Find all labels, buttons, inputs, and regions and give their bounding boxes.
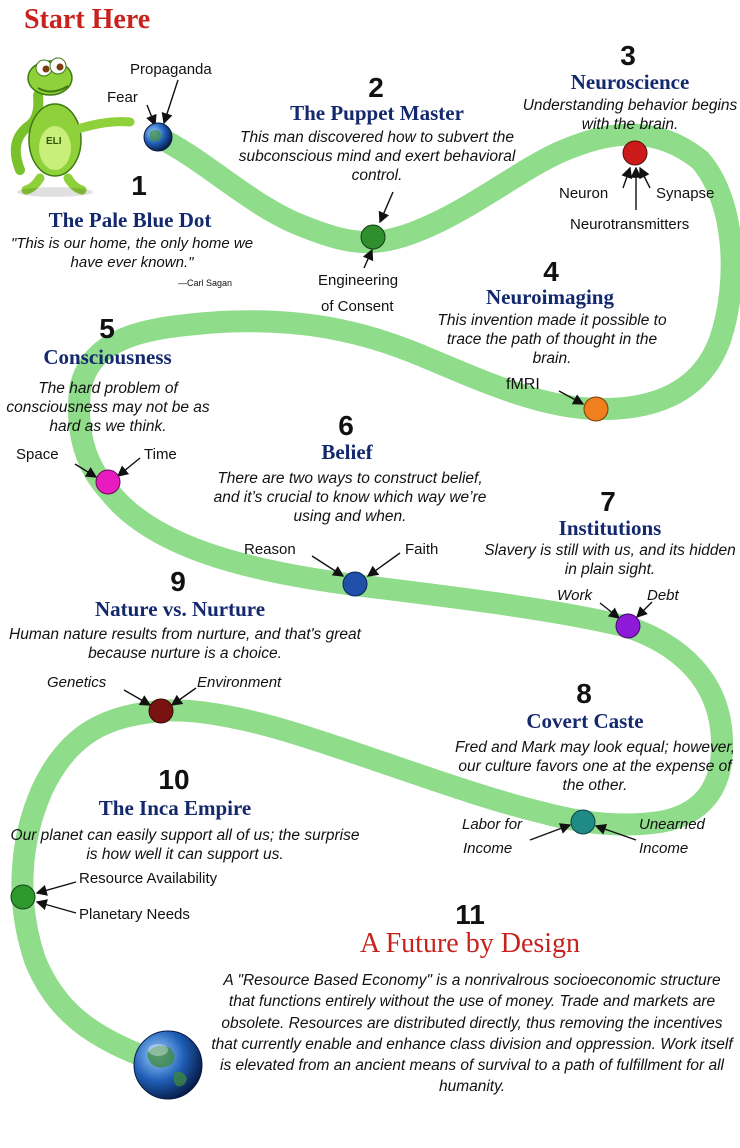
station-8-marker bbox=[570, 809, 596, 835]
label-resource-availability: Resource Availability bbox=[79, 870, 218, 887]
station-6-title: Belief bbox=[321, 440, 373, 464]
label-debt: Debt bbox=[647, 587, 679, 604]
label-neurotransmitters: Neurotransmitters bbox=[570, 216, 690, 233]
station-5-text: The hard problem of consciousness may no… bbox=[6, 380, 210, 435]
label-propaganda: Propaganda bbox=[130, 61, 212, 78]
station-5-number: 5 bbox=[99, 313, 115, 344]
station-2-text: This man discovered how to subvert the s… bbox=[238, 129, 516, 184]
station-4-text: This invention made it possible to trace… bbox=[437, 312, 667, 367]
station-5-title: Consciousness bbox=[43, 345, 172, 369]
label-work: Work bbox=[557, 587, 592, 604]
label-unearned: Unearned bbox=[639, 816, 705, 833]
station-3-number: 3 bbox=[620, 40, 636, 71]
label-income-earned: Income bbox=[463, 840, 513, 857]
station-9-title: Nature vs. Nurture bbox=[94, 597, 266, 621]
station-1-title: The Pale Blue Dot bbox=[48, 208, 212, 232]
station-9-number: 9 bbox=[170, 566, 186, 597]
label-arrows bbox=[35, 79, 653, 914]
station-10-text: Our planet can easily support all of us;… bbox=[10, 827, 360, 863]
station-3-text: Understanding behavior begins with the b… bbox=[522, 97, 738, 133]
station-1-quote: "This is our home, the only home we have… bbox=[10, 235, 254, 271]
station-7-title: Institutions bbox=[558, 516, 662, 540]
station-2-title: The Puppet Master bbox=[290, 101, 464, 125]
station-11-title: A Future by Design bbox=[359, 928, 581, 959]
label-neuron: Neuron bbox=[559, 185, 609, 202]
gecko-mascot-icon bbox=[10, 57, 135, 197]
label-planetary-needs: Planetary Needs bbox=[79, 906, 190, 923]
station-11-number: 11 bbox=[455, 899, 485, 930]
station-10-title: The Inca Empire bbox=[98, 796, 252, 820]
station-11-text: A "Resource Based Economy" is a nonrival… bbox=[211, 972, 733, 1096]
earth-globe-icon bbox=[133, 1030, 203, 1100]
station-8-text: Fred and Mark may look equal; however, o… bbox=[455, 739, 735, 794]
station-8-title: Covert Caste bbox=[526, 709, 644, 733]
label-space: Space bbox=[16, 446, 59, 463]
label-of-consent: of Consent bbox=[321, 298, 394, 315]
roadmap-path bbox=[11, 123, 740, 1066]
label-income-unearned: Income bbox=[639, 840, 689, 857]
station-6-marker bbox=[342, 571, 368, 597]
station-4-title: Neuroimaging bbox=[486, 285, 614, 309]
station-4-marker bbox=[583, 396, 609, 422]
label-genetics: Genetics bbox=[47, 674, 107, 691]
station-1-attribution: —Carl Sagan bbox=[178, 278, 233, 288]
station-3-title: Neuroscience bbox=[570, 70, 690, 94]
label-engineering: Engineering bbox=[318, 272, 399, 289]
station-3-marker bbox=[622, 140, 648, 166]
station-2-marker bbox=[360, 224, 386, 250]
station-2-number: 2 bbox=[368, 72, 384, 103]
station-5-marker bbox=[95, 469, 121, 495]
station-7-number: 7 bbox=[600, 486, 616, 517]
label-faith: Faith bbox=[405, 541, 439, 558]
page-title: Start Here bbox=[24, 4, 151, 35]
label-reason: Reason bbox=[244, 541, 296, 558]
station-9-marker bbox=[148, 698, 174, 724]
station-8-number: 8 bbox=[576, 678, 592, 709]
station-9-text: Human nature results from nurture, and t… bbox=[9, 626, 361, 662]
label-synapse: Synapse bbox=[656, 185, 715, 202]
label-time: Time bbox=[144, 446, 177, 463]
label-labor-for: Labor for bbox=[462, 816, 523, 833]
station-10-number: 10 bbox=[158, 764, 190, 795]
station-7-text: Slavery is still with us, and its hidden… bbox=[484, 542, 736, 578]
station-1-number: 1 bbox=[131, 170, 147, 201]
label-fear: Fear bbox=[107, 89, 138, 106]
station-10-marker bbox=[10, 884, 36, 910]
label-environment: Environment bbox=[197, 674, 282, 691]
station-4-number: 4 bbox=[543, 256, 559, 287]
station-7-marker bbox=[615, 613, 641, 639]
mascot-shirt-text: ELI bbox=[46, 136, 62, 147]
station-6-text: There are two ways to construct belief, … bbox=[213, 470, 487, 525]
station-6-number: 6 bbox=[338, 410, 354, 441]
label-fmri: fMRI bbox=[506, 376, 540, 393]
